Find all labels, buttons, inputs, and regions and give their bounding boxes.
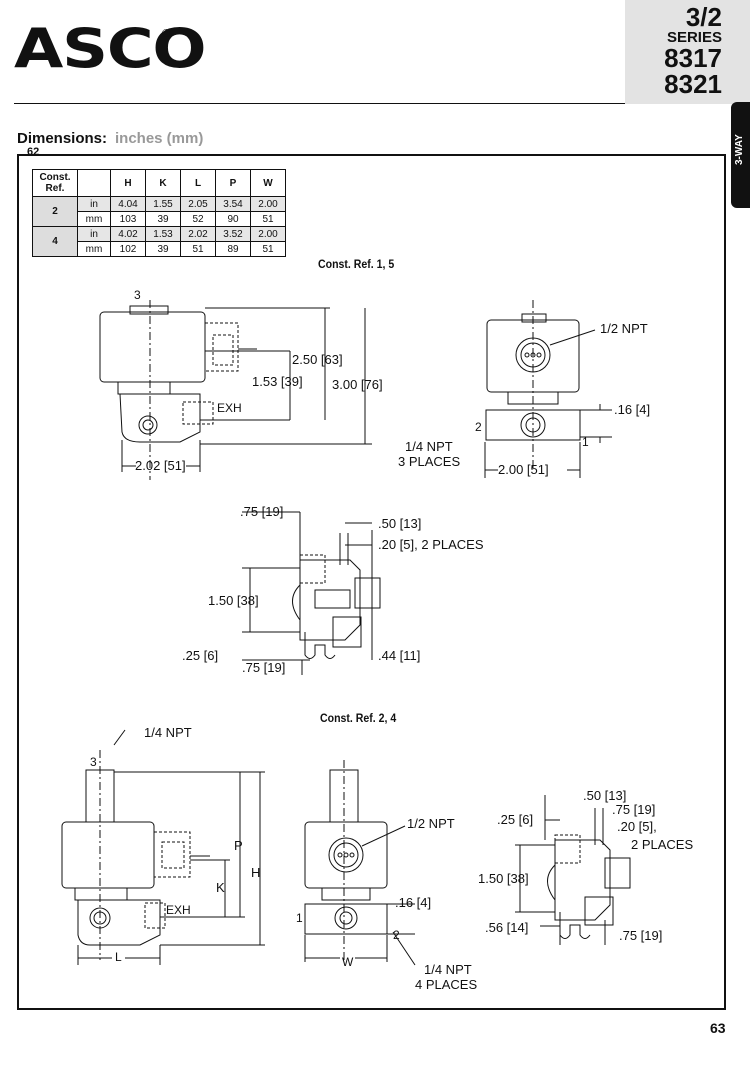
dim-3-00: 3.00 [76] <box>332 377 383 392</box>
table-cell: 4.04 <box>110 196 146 212</box>
valve-body-front <box>485 409 581 441</box>
col-k: K <box>145 169 181 197</box>
dim-l: L <box>115 950 122 964</box>
dim-0-20-lower: .20 [5], <box>617 819 657 834</box>
npt-1-2-label: 1/2 NPT <box>600 321 648 336</box>
series-box: 3/2 SERIES 8317 8321 <box>625 0 750 104</box>
col-w: W <box>250 169 286 197</box>
caption-const-ref-2-4: Const. Ref. 2, 4 <box>320 711 397 725</box>
dim-w: W <box>342 955 354 969</box>
dim-0-50-lower: .50 [13] <box>583 788 627 803</box>
exh-label-lower: EXH <box>166 903 191 917</box>
npt-1-4-bottom-label: 1/4 NPT <box>424 962 472 977</box>
ref-cell: 2 <box>32 196 78 227</box>
places-2-label: 2 PLACES <box>631 837 694 852</box>
page-number: 63 <box>710 1020 726 1036</box>
port-1-label-lower: 1 <box>296 911 303 925</box>
dim-0-56: .56 [14] <box>485 920 529 935</box>
registered-mark: ® <box>162 28 171 40</box>
series-number-2: 8321 <box>664 69 722 99</box>
col-l: L <box>180 169 216 197</box>
asco-logo: ASCO <box>14 17 207 80</box>
port-2-label: 2 <box>475 420 482 434</box>
dim-0-75-lower-top: .75 [19] <box>612 802 656 817</box>
dim-1-50: 1.50 [38] <box>208 593 259 608</box>
dim-0-75-bottom: .75 [19] <box>242 660 286 675</box>
dim-p: P <box>234 838 243 853</box>
dim-0-25: .25 [6] <box>182 648 219 663</box>
exh-label: EXH <box>217 401 242 415</box>
caption-const-ref-1-5: Const. Ref. 1, 5 <box>318 257 395 271</box>
npt-1-4-top-label: 1/4 NPT <box>144 725 192 740</box>
dim-h: H <box>251 865 261 880</box>
drawing-frame <box>17 154 726 1010</box>
unit-cell: mm <box>77 241 111 257</box>
unit-cell: mm <box>77 211 111 227</box>
dim-2-00: 2.00 [51] <box>498 462 549 477</box>
dim-0-50: .50 [13] <box>378 516 422 531</box>
table-cell: 51 <box>250 241 286 257</box>
dim-0-75-top: .75 [19] <box>240 504 284 519</box>
ref-cell: 4 <box>32 226 78 257</box>
side-tab[interactable]: 3-WAY <box>731 102 750 208</box>
npt-1-2-label-lower: 1/2 NPT <box>407 816 455 831</box>
table-row: mm 103 39 52 90 51 <box>33 211 286 227</box>
header-rule <box>14 103 625 104</box>
section-units: inches (mm) <box>115 130 204 147</box>
table-cell: 89 <box>215 241 251 257</box>
lower-side-view <box>61 729 265 965</box>
dim-1-53: 1.53 [39] <box>252 374 303 389</box>
section-title: Dimensions: <box>17 130 108 147</box>
dim-0-25-lower: .25 [6] <box>497 812 534 827</box>
solenoid-coil <box>99 311 206 383</box>
middle-bracket-view <box>242 511 381 675</box>
series-label: SERIES <box>666 29 722 46</box>
dim-1-50-lower: 1.50 [38] <box>478 871 529 886</box>
dim-0-75-lower-bottom: .75 [19] <box>619 928 663 943</box>
table-cell: 1.55 <box>145 196 181 212</box>
npt-1-4-label: 1/4 NPT <box>405 439 453 454</box>
port-2-label-lower: 2 <box>393 928 400 942</box>
table-cell: 2.05 <box>180 196 216 212</box>
lower-front-view <box>304 760 416 966</box>
table-row: 4 in 4.02 1.53 2.02 3.52 2.00 <box>32 226 286 257</box>
dim-2-02: 2.02 [51] <box>135 458 186 473</box>
places-3-label: 3 PLACES <box>398 454 461 469</box>
lower-bracket-view <box>515 795 631 945</box>
col-h: H <box>110 169 146 197</box>
dim-0-20: .20 [5], 2 PLACES <box>378 537 484 552</box>
upper-front-view <box>484 300 612 478</box>
dimension-table: Const. Ref. H K L P W 2 in 4.04 1.55 2.0… <box>32 169 286 257</box>
valve-ratio: 3/2 <box>685 2 722 32</box>
upper-side-view <box>99 300 372 480</box>
port-3-label: 3 <box>134 288 141 302</box>
col-unit <box>77 169 111 197</box>
coil-housing <box>204 322 239 372</box>
dim-2-50: 2.50 [63] <box>292 352 343 367</box>
series-number-1: 8317 <box>664 43 722 73</box>
dim-0-44: .44 [11] <box>378 648 421 663</box>
table-row: mm 102 39 51 89 51 <box>33 241 286 257</box>
places-4-label: 4 PLACES <box>415 977 478 992</box>
dim-k: K <box>216 880 225 895</box>
port-3-label-lower: 3 <box>90 755 97 769</box>
table-cell: 2.02 <box>180 226 216 242</box>
col-const-ref: Const. Ref. <box>32 169 78 197</box>
dim-0-16: .16 [4] <box>614 402 651 417</box>
table-cell: 3.52 <box>215 226 251 242</box>
valve-body <box>119 393 201 443</box>
port-1-label: 1 <box>582 435 589 449</box>
table-row: 2 in 4.04 1.55 2.05 3.54 2.00 <box>32 196 286 227</box>
dim-0-16-lower: .16 [4] <box>395 895 432 910</box>
